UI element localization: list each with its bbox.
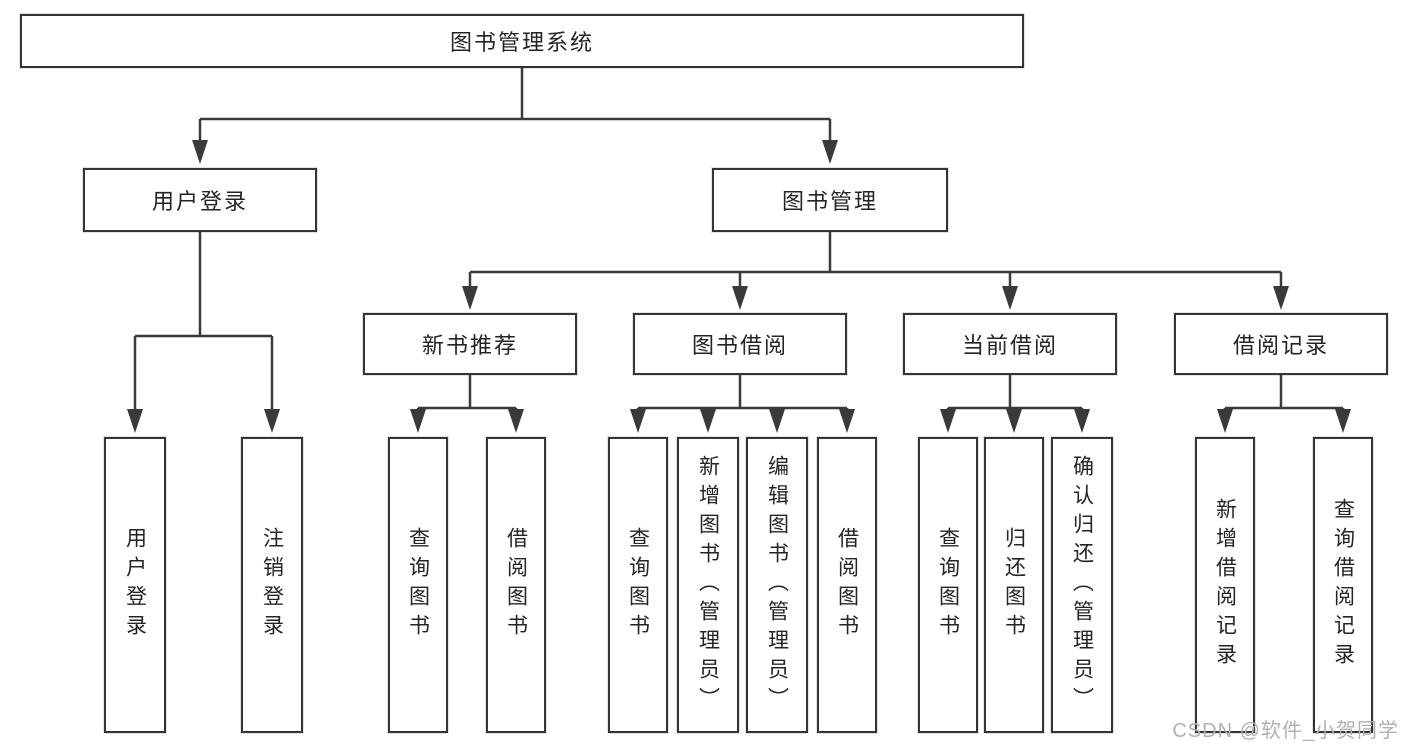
arrowhead-down-icon: [1074, 409, 1090, 433]
arrowhead-down-icon: [192, 140, 208, 164]
arrowhead-down-icon: [769, 409, 785, 433]
node-leaf-user-login: 用户登录: [104, 437, 166, 733]
node-user-login: 用户登录: [83, 168, 317, 232]
arrowhead-down-icon: [1006, 409, 1022, 433]
arrowhead-down-icon: [1335, 409, 1351, 433]
node-book-management: 图书管理: [712, 168, 948, 232]
arrowhead-down-icon: [700, 409, 716, 433]
node-leaf-cb-query-books: 查询图书: [918, 437, 978, 733]
arrowhead-down-icon: [1273, 286, 1289, 310]
arrowhead-down-icon: [822, 140, 838, 164]
node-leaf-cb-return-books: 归还图书: [984, 437, 1044, 733]
arrowhead-down-icon: [1002, 286, 1018, 310]
node-root-system: 图书管理系统: [20, 14, 1024, 68]
arrowhead-down-icon: [732, 286, 748, 310]
node-leaf-logout: 注销登录: [241, 437, 303, 733]
node-leaf-br-add-record: 新增借阅记录: [1195, 437, 1255, 733]
node-leaf-bb-query-books: 查询图书: [608, 437, 668, 733]
arrowhead-down-icon: [127, 409, 143, 433]
node-borrow-records: 借阅记录: [1174, 313, 1388, 375]
csdn-watermark: CSDN @软件_小贺同学: [1172, 720, 1399, 742]
node-leaf-nb-query-books: 查询图书: [388, 437, 448, 733]
arrowhead-down-icon: [462, 286, 478, 310]
node-book-borrow: 图书借阅: [633, 313, 847, 375]
node-leaf-bb-edit-books-admin: 编辑图书（管理员）: [746, 437, 808, 733]
node-leaf-br-query-record: 查询借阅记录: [1313, 437, 1373, 733]
arrowhead-down-icon: [940, 409, 956, 433]
arrowhead-down-icon: [630, 409, 646, 433]
arrowhead-down-icon: [839, 409, 855, 433]
node-leaf-bb-add-books-admin: 新增图书（管理员）: [677, 437, 739, 733]
arrowhead-down-icon: [264, 409, 280, 433]
node-leaf-cb-confirm-return-admin: 确认归还（管理员）: [1051, 437, 1113, 733]
node-leaf-bb-borrow-books: 借阅图书: [817, 437, 877, 733]
node-new-book-recommend: 新书推荐: [363, 313, 577, 375]
node-current-borrow: 当前借阅: [903, 313, 1117, 375]
node-leaf-nb-borrow-books: 借阅图书: [486, 437, 546, 733]
arrowhead-down-icon: [1217, 409, 1233, 433]
arrowhead-down-icon: [410, 409, 426, 433]
arrowhead-down-icon: [508, 409, 524, 433]
